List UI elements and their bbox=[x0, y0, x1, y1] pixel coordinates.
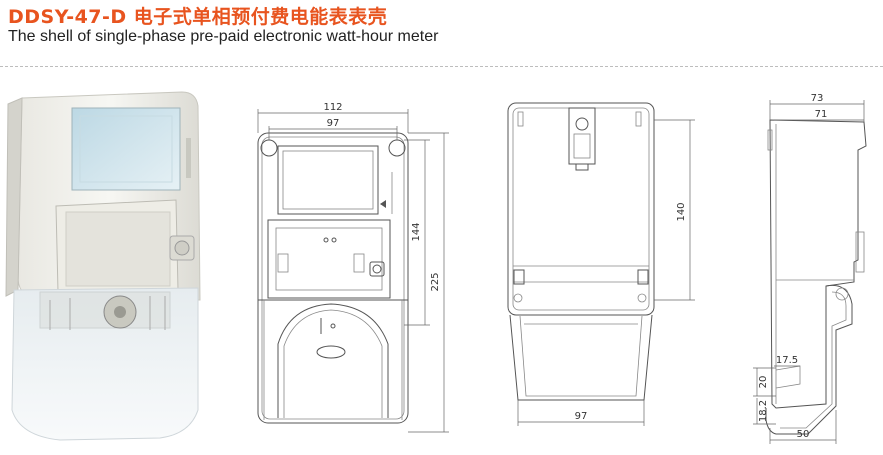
back-view-drawing: 140 97 bbox=[507, 102, 695, 426]
meter-photo bbox=[5, 91, 201, 441]
dim-back-width: 97 bbox=[575, 411, 588, 422]
dim-side-v2: 18.2 bbox=[758, 400, 769, 422]
page-subtitle: The shell of single-phase pre-paid elect… bbox=[8, 28, 439, 45]
dim-side-lip: 17.5 bbox=[776, 355, 798, 366]
dim-front-height-total: 225 bbox=[430, 272, 441, 291]
dim-back-height: 140 bbox=[676, 202, 687, 221]
front-view-drawing: 112 97 144 225 bbox=[257, 102, 449, 433]
page-title: DDSY-47-D 电子式单相预付费电能表表壳 bbox=[8, 6, 388, 28]
divider bbox=[0, 66, 883, 67]
dim-front-width-outer: 112 bbox=[323, 102, 342, 113]
dim-side-base: 50 bbox=[797, 429, 810, 440]
dim-front-width-inner: 97 bbox=[327, 118, 340, 129]
dim-side-depth-outer: 73 bbox=[811, 93, 824, 104]
dim-front-height-upper: 144 bbox=[411, 222, 422, 241]
dim-side-depth-inner: 71 bbox=[815, 109, 828, 120]
side-view-drawing: 73 71 17.5 20 18.2 50 bbox=[753, 93, 867, 444]
dim-side-v1: 20 bbox=[758, 376, 769, 389]
